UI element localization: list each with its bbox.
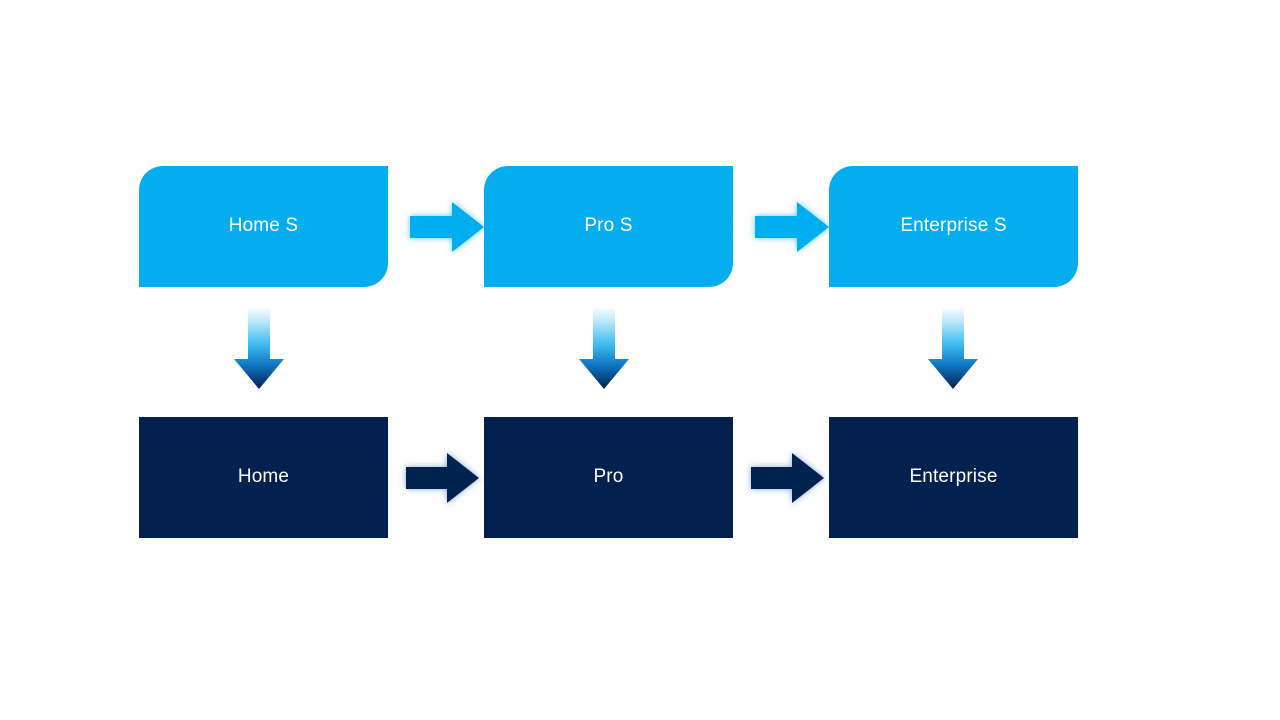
arrow-enterprise-s-to-enterprise <box>918 303 988 395</box>
arrow-home-to-pro <box>400 448 486 508</box>
arrow-pro-s-to-enterprise-s <box>749 196 835 258</box>
node-enterprise-s[interactable]: Enterprise S <box>829 166 1078 287</box>
node-pro-s-label: Pro S <box>584 215 633 237</box>
node-home-s-label: Home S <box>228 215 299 237</box>
node-pro-label: Pro <box>593 466 624 488</box>
node-pro[interactable]: Pro <box>484 417 733 538</box>
node-home-s[interactable]: Home S <box>139 166 388 287</box>
node-enterprise[interactable]: Enterprise <box>829 417 1078 538</box>
node-enterprise-label: Enterprise <box>909 466 998 488</box>
arrow-pro-s-to-pro <box>569 303 639 395</box>
node-enterprise-s-label: Enterprise S <box>900 215 1007 237</box>
arrow-home-s-to-home <box>224 303 294 395</box>
arrow-pro-to-enterprise <box>745 448 831 508</box>
node-home-label: Home <box>237 466 290 488</box>
arrow-home-s-to-pro-s <box>404 196 490 258</box>
node-home[interactable]: Home <box>139 417 388 538</box>
node-pro-s[interactable]: Pro S <box>484 166 733 287</box>
